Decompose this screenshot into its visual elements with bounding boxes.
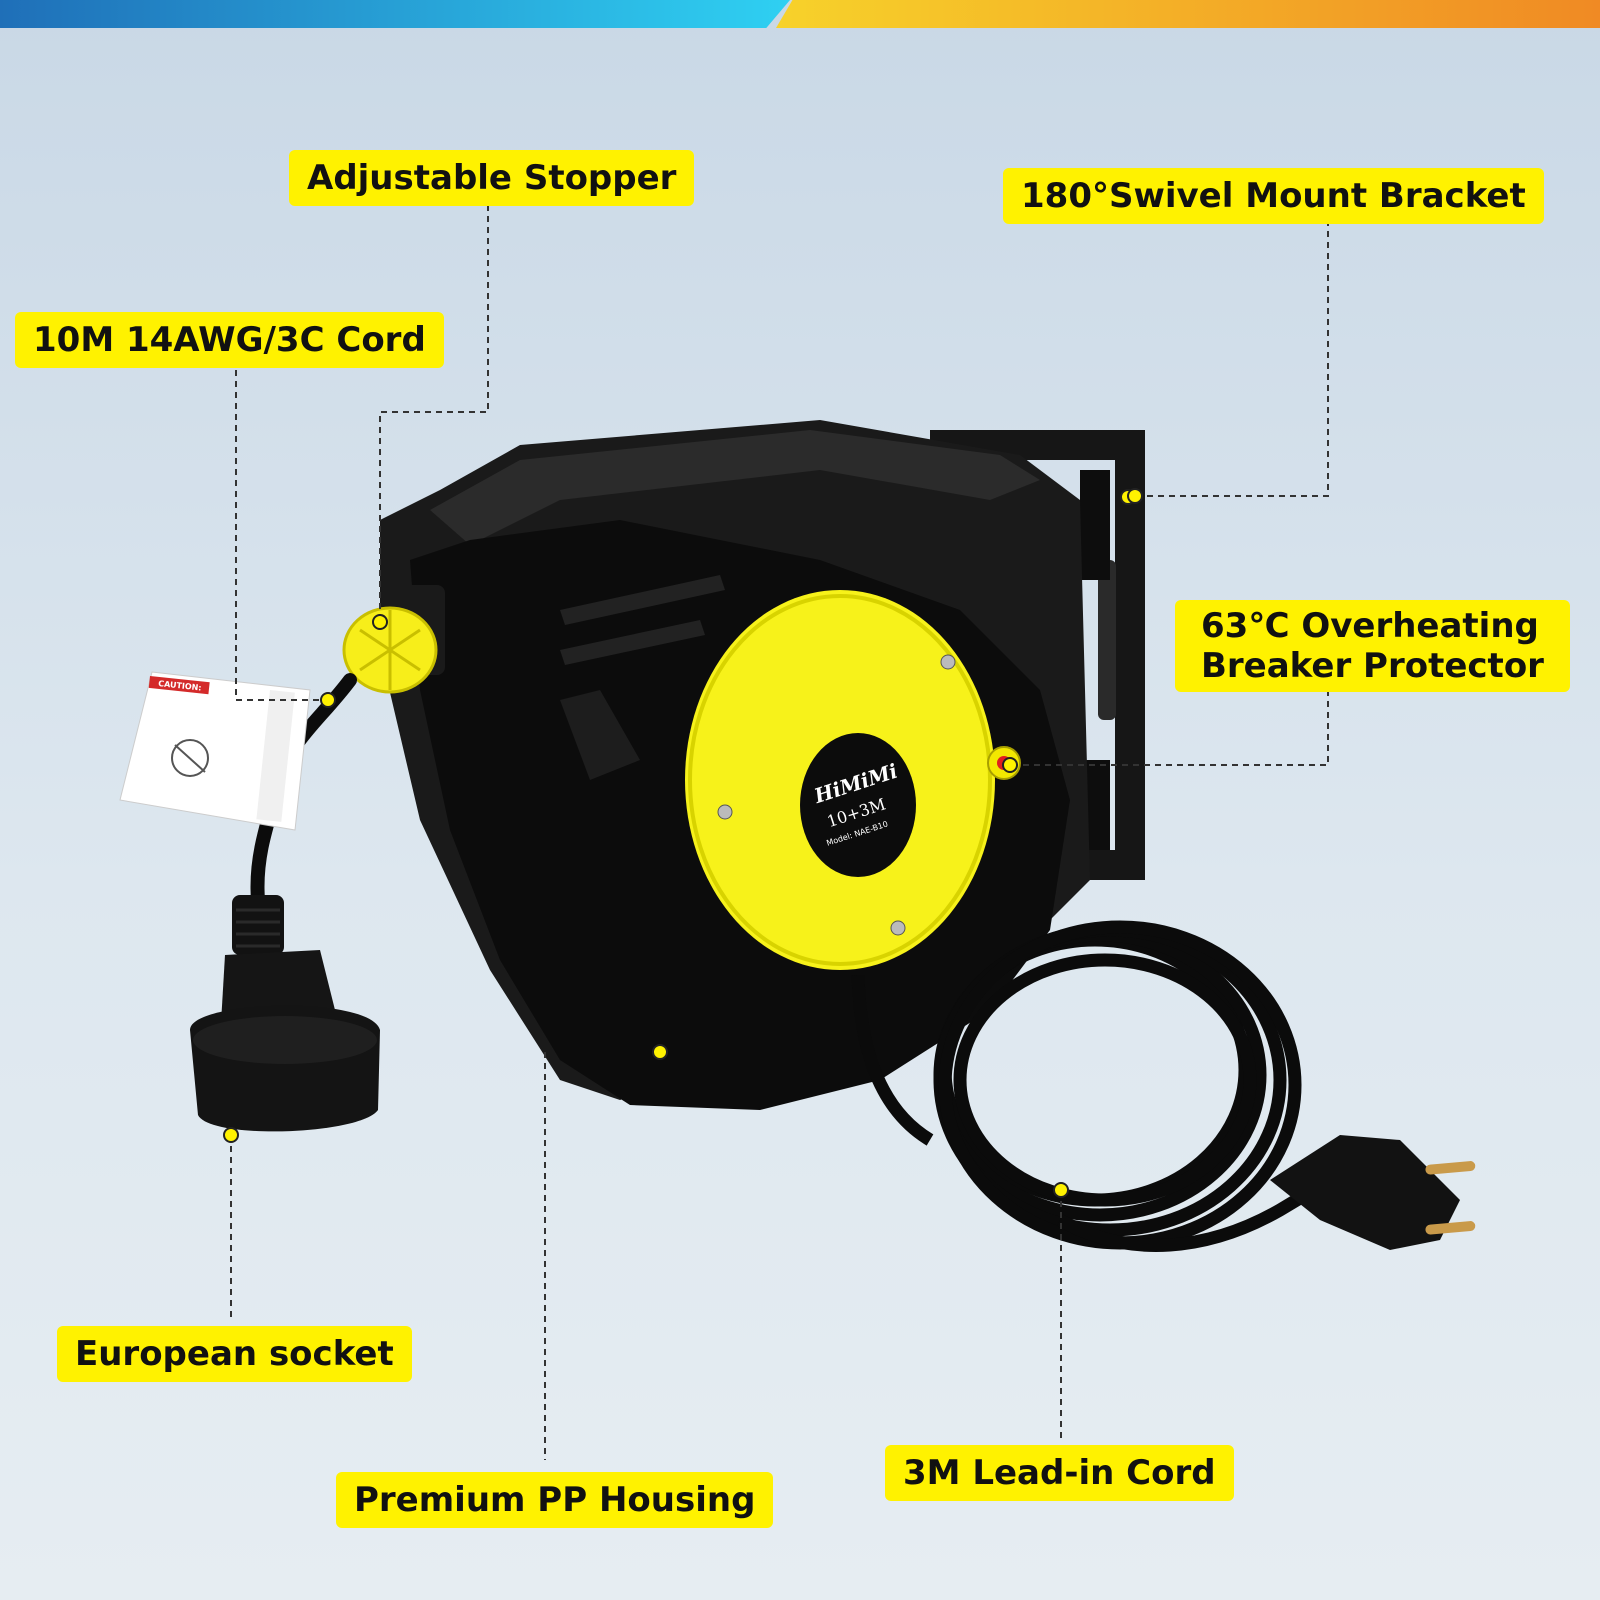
dot-lead xyxy=(1053,1182,1069,1198)
dot-housing xyxy=(652,1044,668,1060)
label-european-socket: European socket xyxy=(57,1326,412,1382)
top-accent-blue xyxy=(0,0,790,28)
leader-bracket xyxy=(1135,220,1329,497)
label-premium-housing: Premium PP Housing xyxy=(336,1472,774,1528)
leader-stopper xyxy=(379,205,489,622)
label-cord-spec: 10M 14AWG/3C Cord xyxy=(15,312,444,368)
dot-cord xyxy=(320,692,336,708)
housing-lid xyxy=(430,430,1040,545)
dot-stopper xyxy=(372,614,388,630)
leader-cord xyxy=(235,370,328,701)
adjustable-stopper xyxy=(342,585,445,694)
label-overheating-line2: Breaker Protector xyxy=(1201,646,1544,686)
leader-breaker xyxy=(1010,690,1329,766)
reel-center-badge xyxy=(800,733,916,877)
swivel-mount-bracket xyxy=(930,430,1145,880)
schuko-plug xyxy=(1270,1135,1476,1250)
caution-tag: CAUTION: xyxy=(119,671,311,831)
label-overheating-breaker: 63℃ Overheating Breaker Protector xyxy=(1175,600,1570,692)
top-accent-bar xyxy=(0,0,1600,28)
dot-breaker xyxy=(1002,757,1018,773)
label-lead-in-cord: 3M Lead-in Cord xyxy=(885,1445,1234,1501)
european-socket-plug xyxy=(190,895,380,1132)
lead-in-cord-coil xyxy=(851,920,1334,1252)
label-overheating-line1: 63℃ Overheating xyxy=(1201,606,1539,646)
label-adjustable-stopper: Adjustable Stopper xyxy=(289,150,695,206)
top-accent-orange xyxy=(776,0,1600,28)
dot-socket xyxy=(223,1127,239,1143)
label-swivel-mount-bracket: 180°Swivel Mount Bracket xyxy=(1003,168,1544,224)
dot-bracket xyxy=(1127,488,1143,504)
